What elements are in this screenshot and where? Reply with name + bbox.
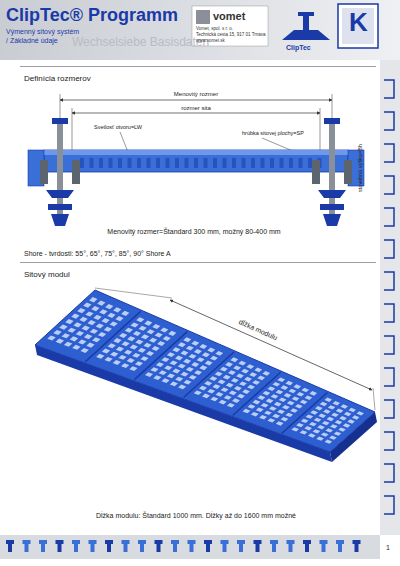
cross-section: [28, 94, 364, 186]
cliptec-logo: [282, 12, 330, 40]
text-label: Svetlosť otvoru=LW: [92, 124, 144, 130]
side-strip: [380, 60, 400, 535]
text-label: Menovitý rozmer=Štandard 300 mm, možný 8…: [107, 228, 280, 236]
clip-profile: [312, 118, 352, 226]
text-label: Výmenný sitový systém: [6, 28, 79, 36]
section-panel: Sitový modul: [20, 262, 376, 522]
section-heading: Definícia rozmerov: [24, 74, 91, 83]
footer-icons: [6, 540, 361, 552]
text-label: vomet: [213, 10, 245, 22]
vomet-logo: [192, 6, 268, 46]
footer-bar: [0, 535, 380, 559]
page-title: ClipTec® Programm: [6, 6, 178, 26]
side-brackets: [384, 80, 394, 514]
text-label: www.vomet.sk: [196, 39, 225, 44]
vomet-mark: [196, 10, 210, 24]
text-label: ClipTec: [286, 44, 311, 52]
text-label: Dĺžka modulu: Štandard 1000 mm. Dĺžky až…: [96, 512, 296, 520]
text-label: Vomet, spol. s r. o.: [196, 27, 233, 32]
text-label: 1: [386, 544, 390, 552]
text-label: stavebná výška=Bh: [357, 144, 363, 192]
text-label: Menovitý rozmer: [172, 91, 220, 98]
clip-profile: [40, 118, 80, 226]
text-label: / Základné údaje: [6, 37, 58, 45]
screen-module: [35, 288, 377, 462]
header-band: [0, 0, 400, 60]
section-heading: Sitový modul: [24, 270, 70, 279]
text-label: rozmer sita: [179, 105, 213, 112]
k-logo-ground: [342, 8, 374, 44]
text-label: hrúbka sitovej plochy=SP: [240, 130, 306, 136]
k-logo: [338, 4, 378, 48]
text-label: Wechselsiebe Basisdaten: [72, 36, 209, 49]
text-label: Technická cesta 15, 917 01 Trnava: [196, 33, 266, 38]
text-label: Shore - tvrdosti: 55°, 65°, 75°, 85°, 90…: [24, 250, 171, 258]
text-label: K: [349, 8, 368, 37]
